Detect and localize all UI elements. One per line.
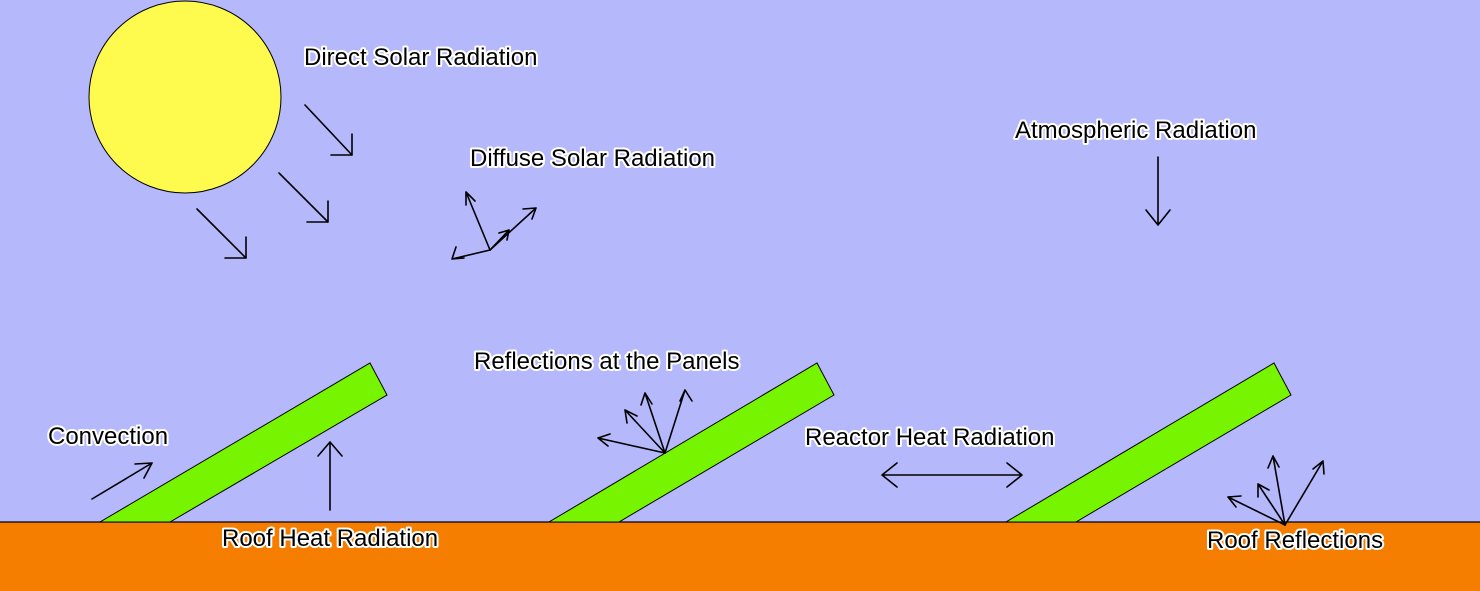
roof-reflection-arrow-1 — [1227, 495, 1286, 526]
label-roof-reflections: Roof Reflections — [1207, 527, 1383, 554]
atmospheric-radiation-arrow — [1145, 156, 1171, 226]
label-reflections-at-panels: Reflections at the Panels — [474, 348, 740, 375]
diffuse-solar-arrows — [451, 191, 537, 260]
solar-panel-1 — [98, 362, 388, 523]
label-roof-heat-radiation: Roof Heat Radiation — [222, 525, 438, 552]
solar-panel-3 — [1004, 362, 1292, 523]
reactor-heat-radiation-arrow — [881, 462, 1023, 488]
roof-reflection-arrow-3 — [1267, 455, 1286, 526]
roof-reflection-arrow-2 — [1257, 483, 1286, 526]
panel-reflection-arrow-3 — [640, 392, 666, 454]
roof-reflection-arrows — [1227, 455, 1325, 526]
direct-solar-arrow-1 — [304, 104, 353, 156]
label-convection: Convection — [48, 423, 168, 450]
direct-solar-arrows — [196, 104, 353, 259]
label-diffuse-solar-radiation: Diffuse Solar Radiation — [470, 145, 715, 172]
label-direct-solar-radiation: Direct Solar Radiation — [304, 44, 537, 71]
panel-reflection-arrow-4 — [664, 389, 693, 454]
roof-heat-radiation-arrow — [317, 441, 343, 511]
roof-reflection-arrow-4 — [1284, 460, 1325, 526]
direct-solar-arrow-2 — [278, 172, 329, 223]
sun-icon — [88, 0, 282, 194]
roof-surface — [0, 522, 1480, 591]
direct-solar-arrow-3 — [196, 208, 247, 259]
panel-reflection-arrows — [597, 389, 693, 454]
label-atmospheric-radiation: Atmospheric Radiation — [1015, 117, 1256, 144]
solar-panel-2 — [547, 362, 835, 523]
diffuse-arrow-left — [451, 246, 491, 260]
diffuse-arrow-upleft — [465, 191, 491, 251]
panel-reflection-arrow-2 — [624, 409, 666, 454]
diffuse-arrow-right — [489, 229, 510, 251]
convection-arrow — [91, 462, 153, 500]
panel-reflection-arrow-1 — [597, 433, 666, 454]
label-reactor-heat-radiation: Reactor Heat Radiation — [805, 424, 1054, 451]
